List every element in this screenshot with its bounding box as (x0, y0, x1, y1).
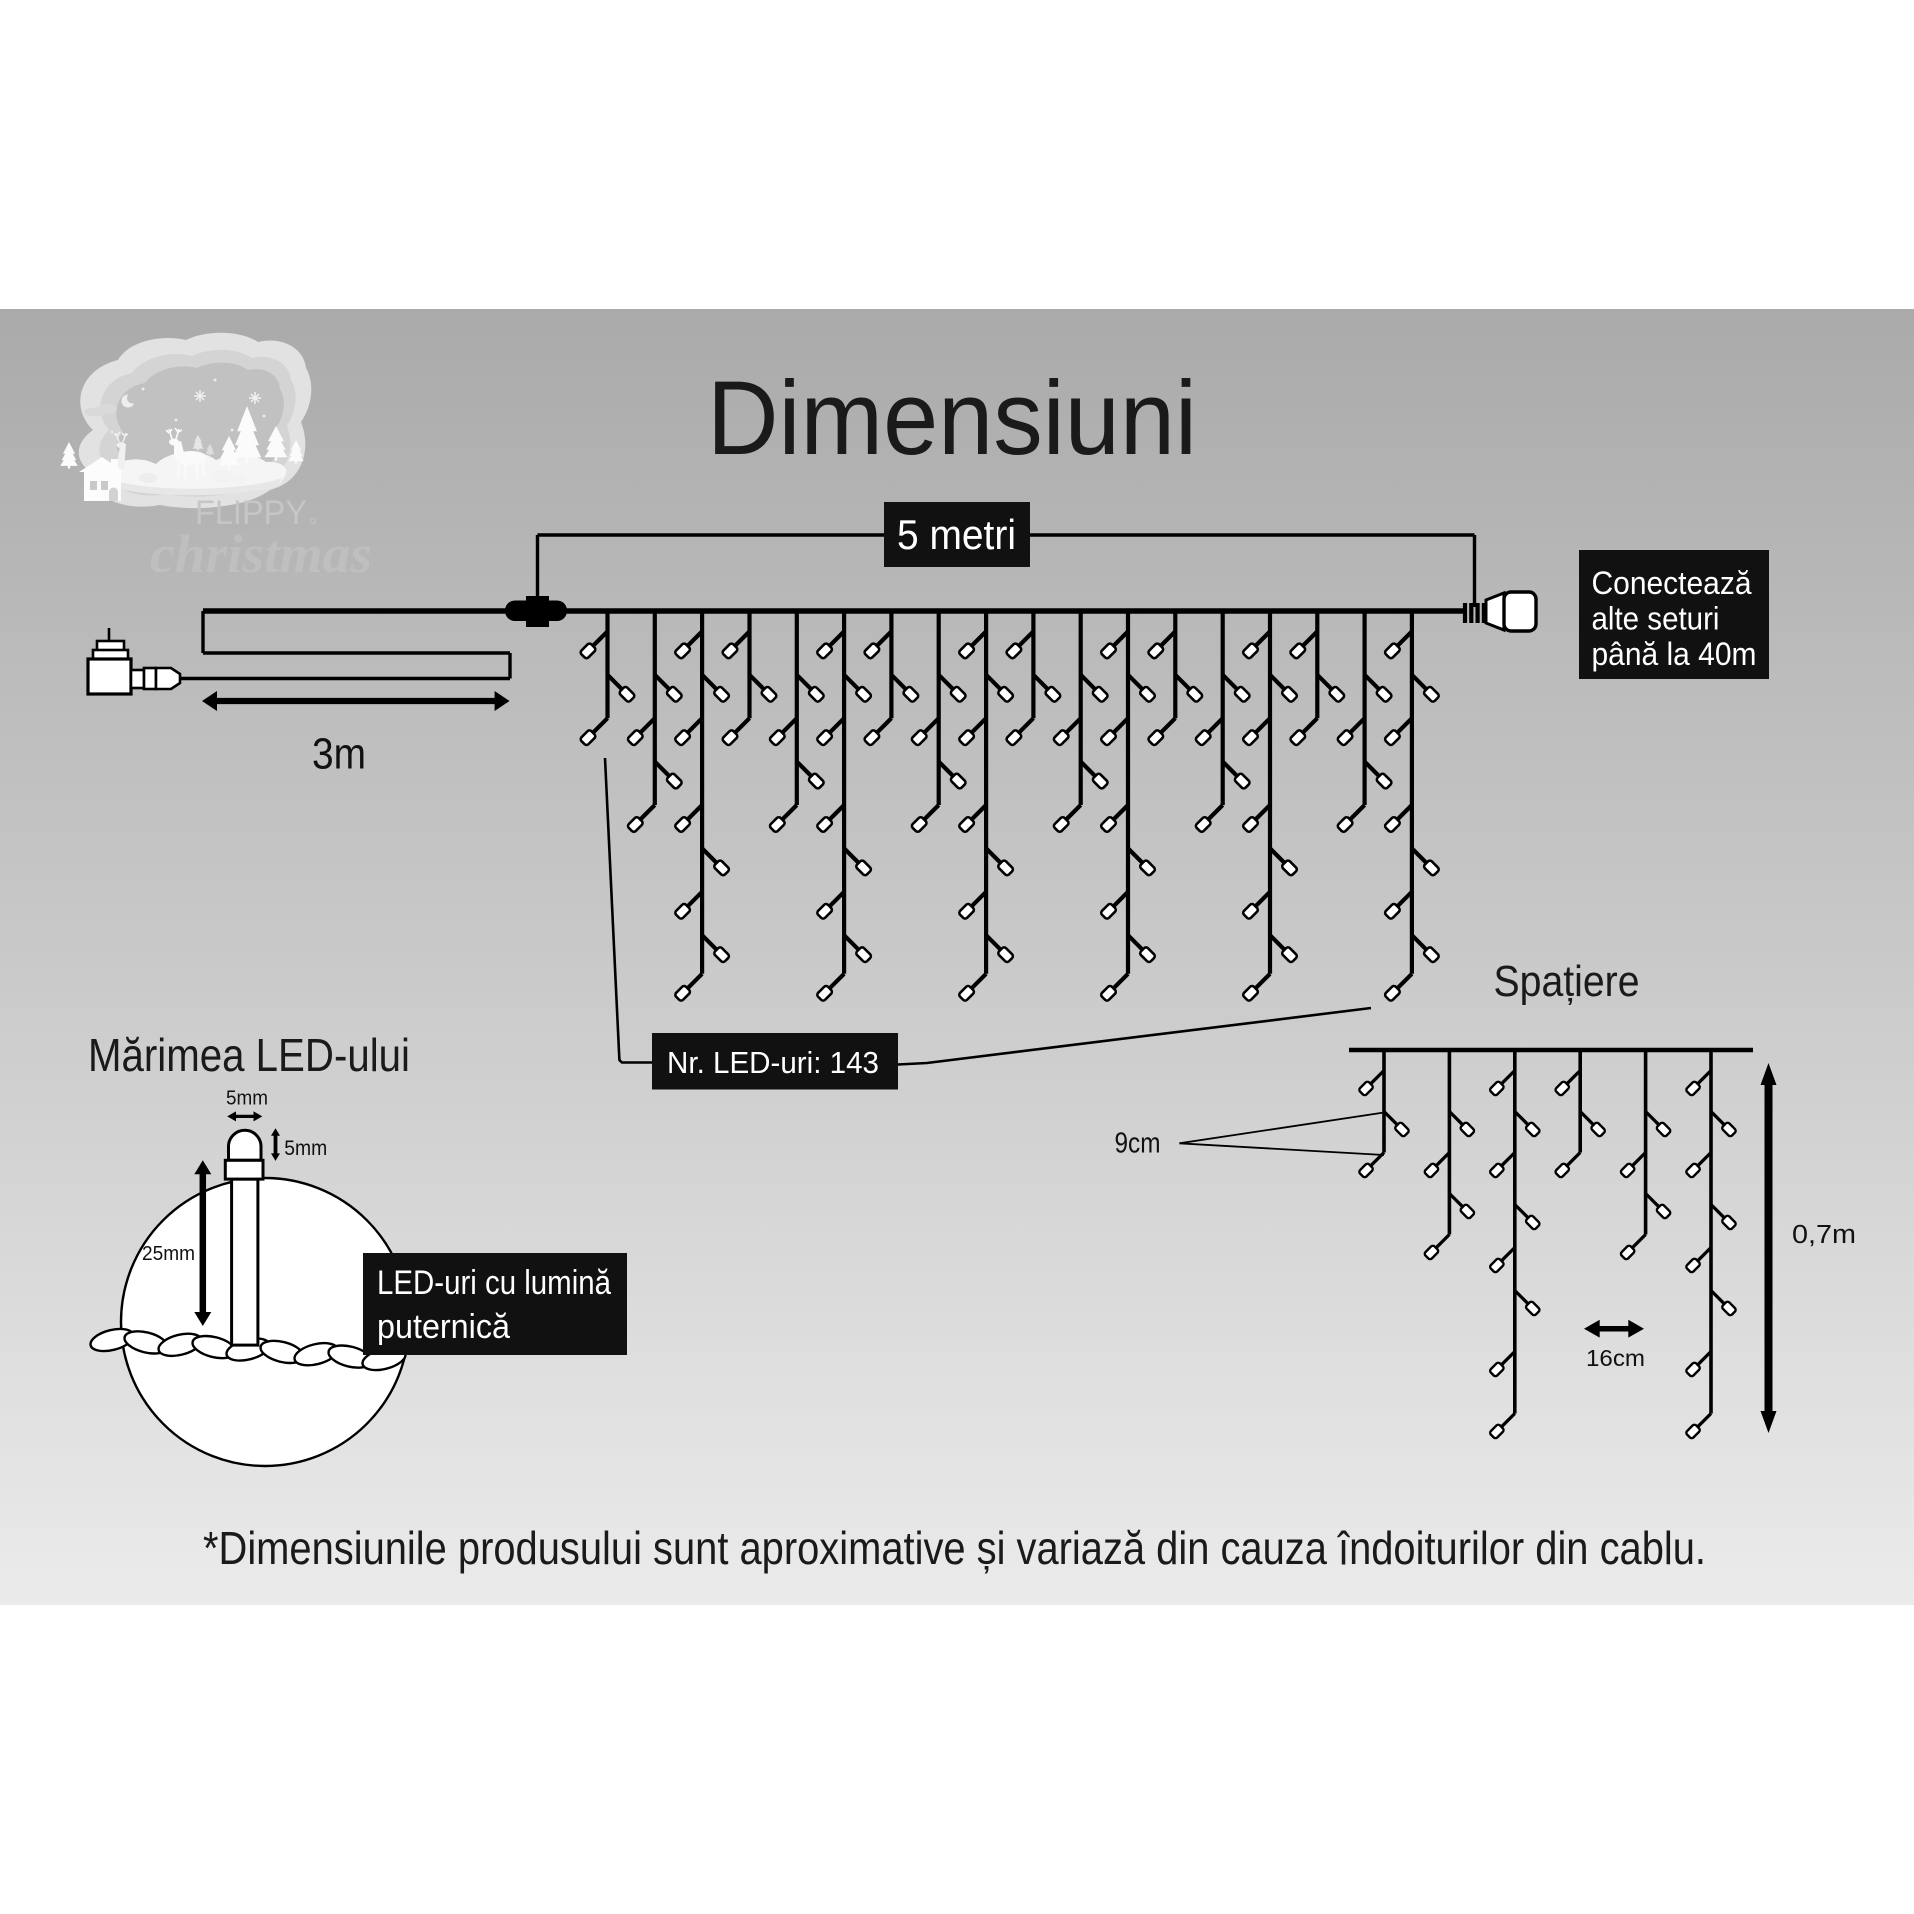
svg-text:5mm: 5mm (226, 1088, 268, 1110)
svg-text:3m: 3m (312, 730, 366, 779)
svg-text:christmas: christmas (150, 524, 372, 584)
svg-text:puternică: puternică (377, 1308, 511, 1346)
svg-text:Dimensiuni: Dimensiuni (707, 360, 1197, 477)
svg-text:16cm: 16cm (1586, 1345, 1645, 1371)
svg-text:Conectează: Conectează (1592, 565, 1753, 601)
svg-text:alte seturi: alte seturi (1592, 601, 1720, 637)
svg-text:25mm: 25mm (142, 1242, 195, 1265)
svg-text:FLIPPY: FLIPPY (195, 494, 307, 532)
svg-text:*Dimensiunile produsului sunt: *Dimensiunile produsului sunt aproximati… (203, 1522, 1706, 1574)
svg-text:Nr. LED-uri: 143: Nr. LED-uri: 143 (667, 1045, 879, 1080)
svg-text:9cm: 9cm (1115, 1128, 1161, 1160)
svg-text:5mm: 5mm (284, 1137, 327, 1160)
svg-text:Spațiere: Spațiere (1494, 957, 1640, 1006)
svg-text:5 metri: 5 metri (897, 511, 1016, 558)
svg-text:Mărimea LED-ului: Mărimea LED-ului (88, 1029, 410, 1081)
svg-text:până la 40m: până la 40m (1592, 636, 1757, 672)
svg-text:0,7m: 0,7m (1792, 1221, 1856, 1249)
svg-text:LED-uri cu lumină: LED-uri cu lumină (377, 1264, 612, 1302)
